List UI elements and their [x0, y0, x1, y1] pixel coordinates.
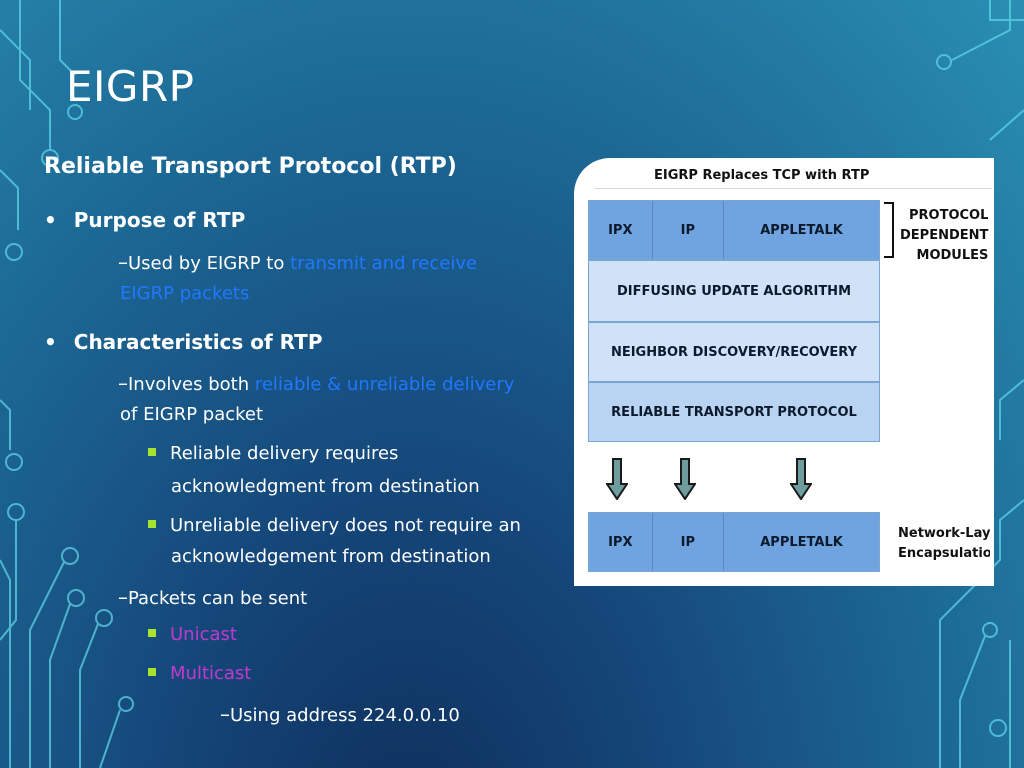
bullet-text: Unreliable delivery does not require an — [170, 515, 521, 536]
sub-bullet-involves-line2: of EIGRP packet — [120, 404, 264, 425]
dash-marker: – — [118, 585, 128, 609]
diagram-canvas: EIGRP Replaces TCP with RTP IPX IP APPLE… — [586, 158, 992, 582]
down-arrow-icon — [674, 458, 696, 500]
sub-sub-bullet-reliable-line2: acknowledgment from destination — [171, 476, 480, 497]
sub-bullet-packets: –Packets can be sent — [118, 585, 307, 609]
sub-bullet-involves: –Involves both reliable & unreliable del… — [118, 371, 514, 395]
multicast-address: –Using address 224.0.0.10 — [220, 702, 460, 726]
rtp-diagram: EIGRP Replaces TCP with RTP IPX IP APPLE… — [574, 158, 994, 586]
network-layer-row: IPX IP APPLETALK — [588, 512, 880, 572]
layer-rtp: RELIABLE TRANSPORT PROTOCOL — [588, 382, 880, 442]
dash-marker: – — [220, 702, 230, 726]
square-bullet — [148, 520, 156, 528]
sub-sub-bullet-multicast: Multicast — [148, 663, 251, 684]
dash-marker: – — [118, 371, 128, 395]
protocol-modules-row: IPX IP APPLETALK — [588, 200, 880, 260]
bullet-text: Multicast — [170, 663, 252, 684]
square-bullet — [148, 629, 156, 637]
bullet-text: Characteristics of RTP — [73, 330, 323, 354]
bullet-text: Purpose of RTP — [73, 208, 246, 232]
layer-neighbor: NEIGHBOR DISCOVERY/RECOVERY — [588, 322, 880, 382]
bullet-marker: • — [44, 330, 57, 354]
down-arrow-icon — [790, 458, 812, 500]
layer-label: RELIABLE TRANSPORT PROTOCOL — [611, 404, 857, 420]
layer-label: DIFFUSING UPDATE ALGORITHM — [616, 283, 852, 299]
module-ipx: IPX — [589, 201, 653, 259]
layer-label: NEIGHBOR DISCOVERY/RECOVERY — [610, 344, 858, 360]
slide-title: EIGRP — [66, 62, 195, 111]
sub-bullet-prefix: Involves both — [128, 374, 255, 395]
network-layer-label: Network-Layer Encapsulation — [898, 524, 990, 564]
bullet-text: Reliable delivery requires — [170, 443, 399, 464]
module-ipx: IPX — [589, 513, 653, 571]
bullet-marker: • — [44, 208, 57, 232]
module-appletalk: APPLETALK — [760, 222, 843, 238]
module-appletalk: APPLETALK — [760, 534, 843, 550]
pdm-label-line: DEPENDENT — [900, 228, 989, 243]
sub-bullet-used-by-line2: EIGRP packets — [120, 283, 250, 304]
sub-sub-bullet-unreliable-line2: acknowledgement from destination — [171, 546, 491, 567]
bullet-text: Packets can be sent — [128, 588, 308, 609]
pdm-label-line: MODULES — [916, 248, 989, 263]
pdm-bracket — [884, 202, 894, 258]
diagram-divider — [594, 188, 992, 189]
sub-bullet-used-by: –Used by EIGRP to transmit and receive — [118, 250, 477, 274]
network-label-line: Encapsulation — [898, 546, 990, 561]
module-ip: IP — [653, 513, 725, 571]
sub-sub-bullet-reliable: Reliable delivery requires — [148, 443, 398, 464]
bullet-purpose: • Purpose of RTP — [44, 208, 245, 232]
layer-dual: DIFFUSING UPDATE ALGORITHM — [588, 260, 880, 322]
sub-sub-bullet-unicast: Unicast — [148, 624, 237, 645]
highlight-text: transmit and receive — [290, 253, 478, 274]
down-arrow-icon — [606, 458, 628, 500]
diagram-title: EIGRP Replaces TCP with RTP — [654, 168, 870, 183]
bullet-text: Unicast — [170, 624, 237, 645]
square-bullet — [148, 448, 156, 456]
section-heading: Reliable Transport Protocol (RTP) — [44, 154, 457, 179]
sub-bullet-prefix: Used by EIGRP to — [128, 253, 291, 274]
bullet-characteristics: • Characteristics of RTP — [44, 330, 323, 354]
sub-sub-bullet-unreliable: Unreliable delivery does not require an — [148, 515, 521, 536]
dash-marker: – — [118, 250, 128, 274]
square-bullet — [148, 668, 156, 676]
highlight-text: reliable & unreliable delivery — [254, 374, 515, 395]
bullet-text: Using address 224.0.0.10 — [230, 705, 460, 726]
pdm-label: PROTOCOL DEPENDENT MODULES — [900, 206, 988, 266]
pdm-label-line: PROTOCOL — [909, 208, 989, 223]
module-ip: IP — [653, 201, 725, 259]
network-label-line: Network-Layer — [898, 526, 990, 541]
